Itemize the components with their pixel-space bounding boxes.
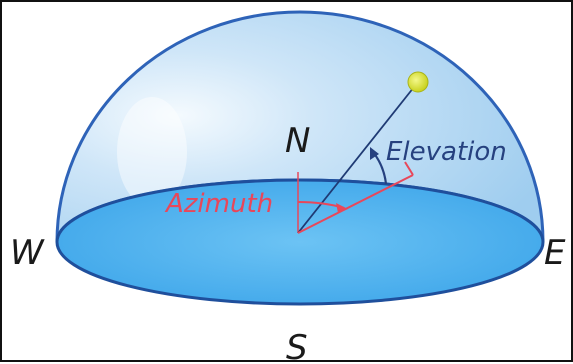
west-label: W <box>10 233 45 273</box>
north-label: N <box>285 121 310 161</box>
azimuth-label: Azimuth <box>164 189 273 219</box>
sun-icon <box>408 72 428 92</box>
east-label: E <box>544 233 566 273</box>
ground-plane <box>57 180 543 304</box>
south-label: S <box>286 328 308 364</box>
elevation-label: Elevation <box>386 137 507 167</box>
